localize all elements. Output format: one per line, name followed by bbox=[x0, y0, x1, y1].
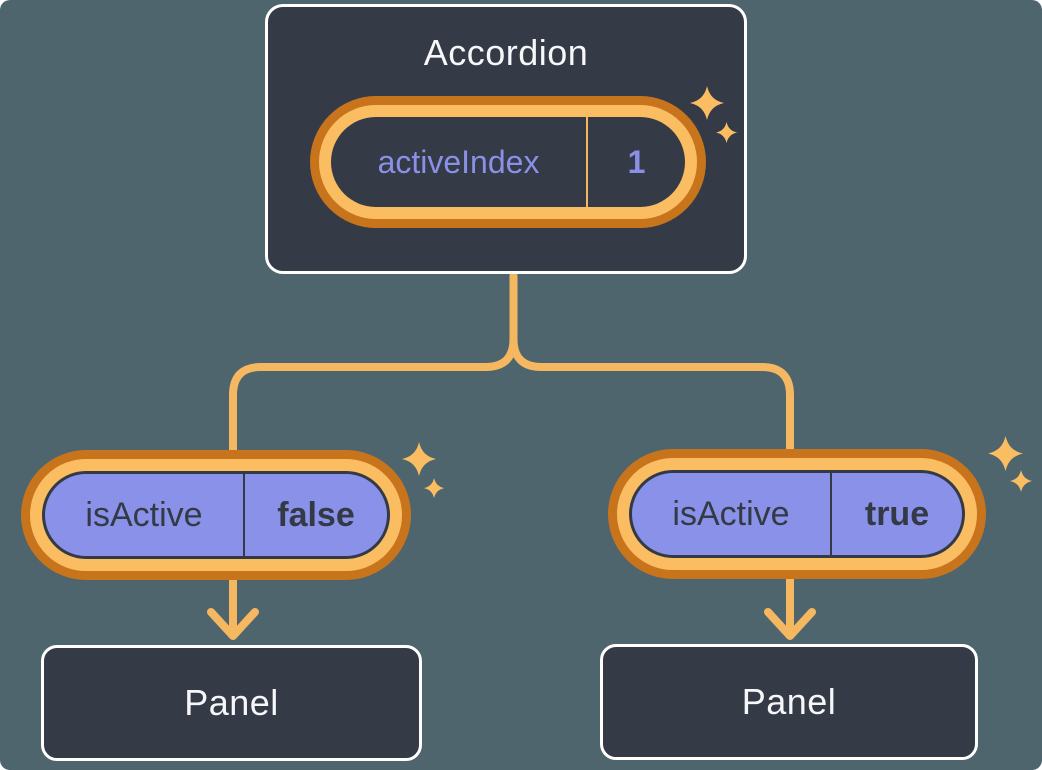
prop-label: isActive bbox=[672, 494, 790, 533]
prop-value: false bbox=[277, 495, 355, 534]
prop-label: isActive bbox=[85, 495, 203, 534]
arrow-down-left-icon bbox=[207, 576, 259, 640]
accordion-title: Accordion bbox=[423, 32, 589, 73]
prop-value: true bbox=[864, 494, 930, 533]
state-pill-core: activeIndex 1 bbox=[331, 117, 685, 207]
panel-node-right: Panel bbox=[600, 644, 978, 760]
pill-divider bbox=[243, 474, 245, 556]
panel-title: Panel bbox=[184, 682, 279, 723]
arrow-down-right-icon bbox=[764, 575, 816, 640]
tree-connector-right bbox=[509, 272, 794, 456]
prop-pill-isactive-false: isActive false bbox=[21, 450, 411, 580]
sparkle-icon bbox=[402, 442, 445, 499]
panel-node-left: Panel bbox=[41, 645, 422, 761]
state-value: 1 bbox=[627, 143, 646, 180]
state-pill-activeindex: activeIndex 1 bbox=[310, 96, 706, 228]
pill-divider bbox=[830, 473, 832, 555]
prop-pill-core: isActive true bbox=[629, 470, 965, 558]
tree-connector-left bbox=[229, 272, 518, 458]
state-label: activeIndex bbox=[377, 143, 540, 180]
prop-pill-isactive-true: isActive true bbox=[608, 449, 986, 579]
panel-title: Panel bbox=[741, 681, 837, 722]
pill-divider bbox=[586, 117, 588, 207]
sparkle-icon bbox=[988, 436, 1033, 493]
prop-pill-core: isActive false bbox=[42, 471, 390, 559]
